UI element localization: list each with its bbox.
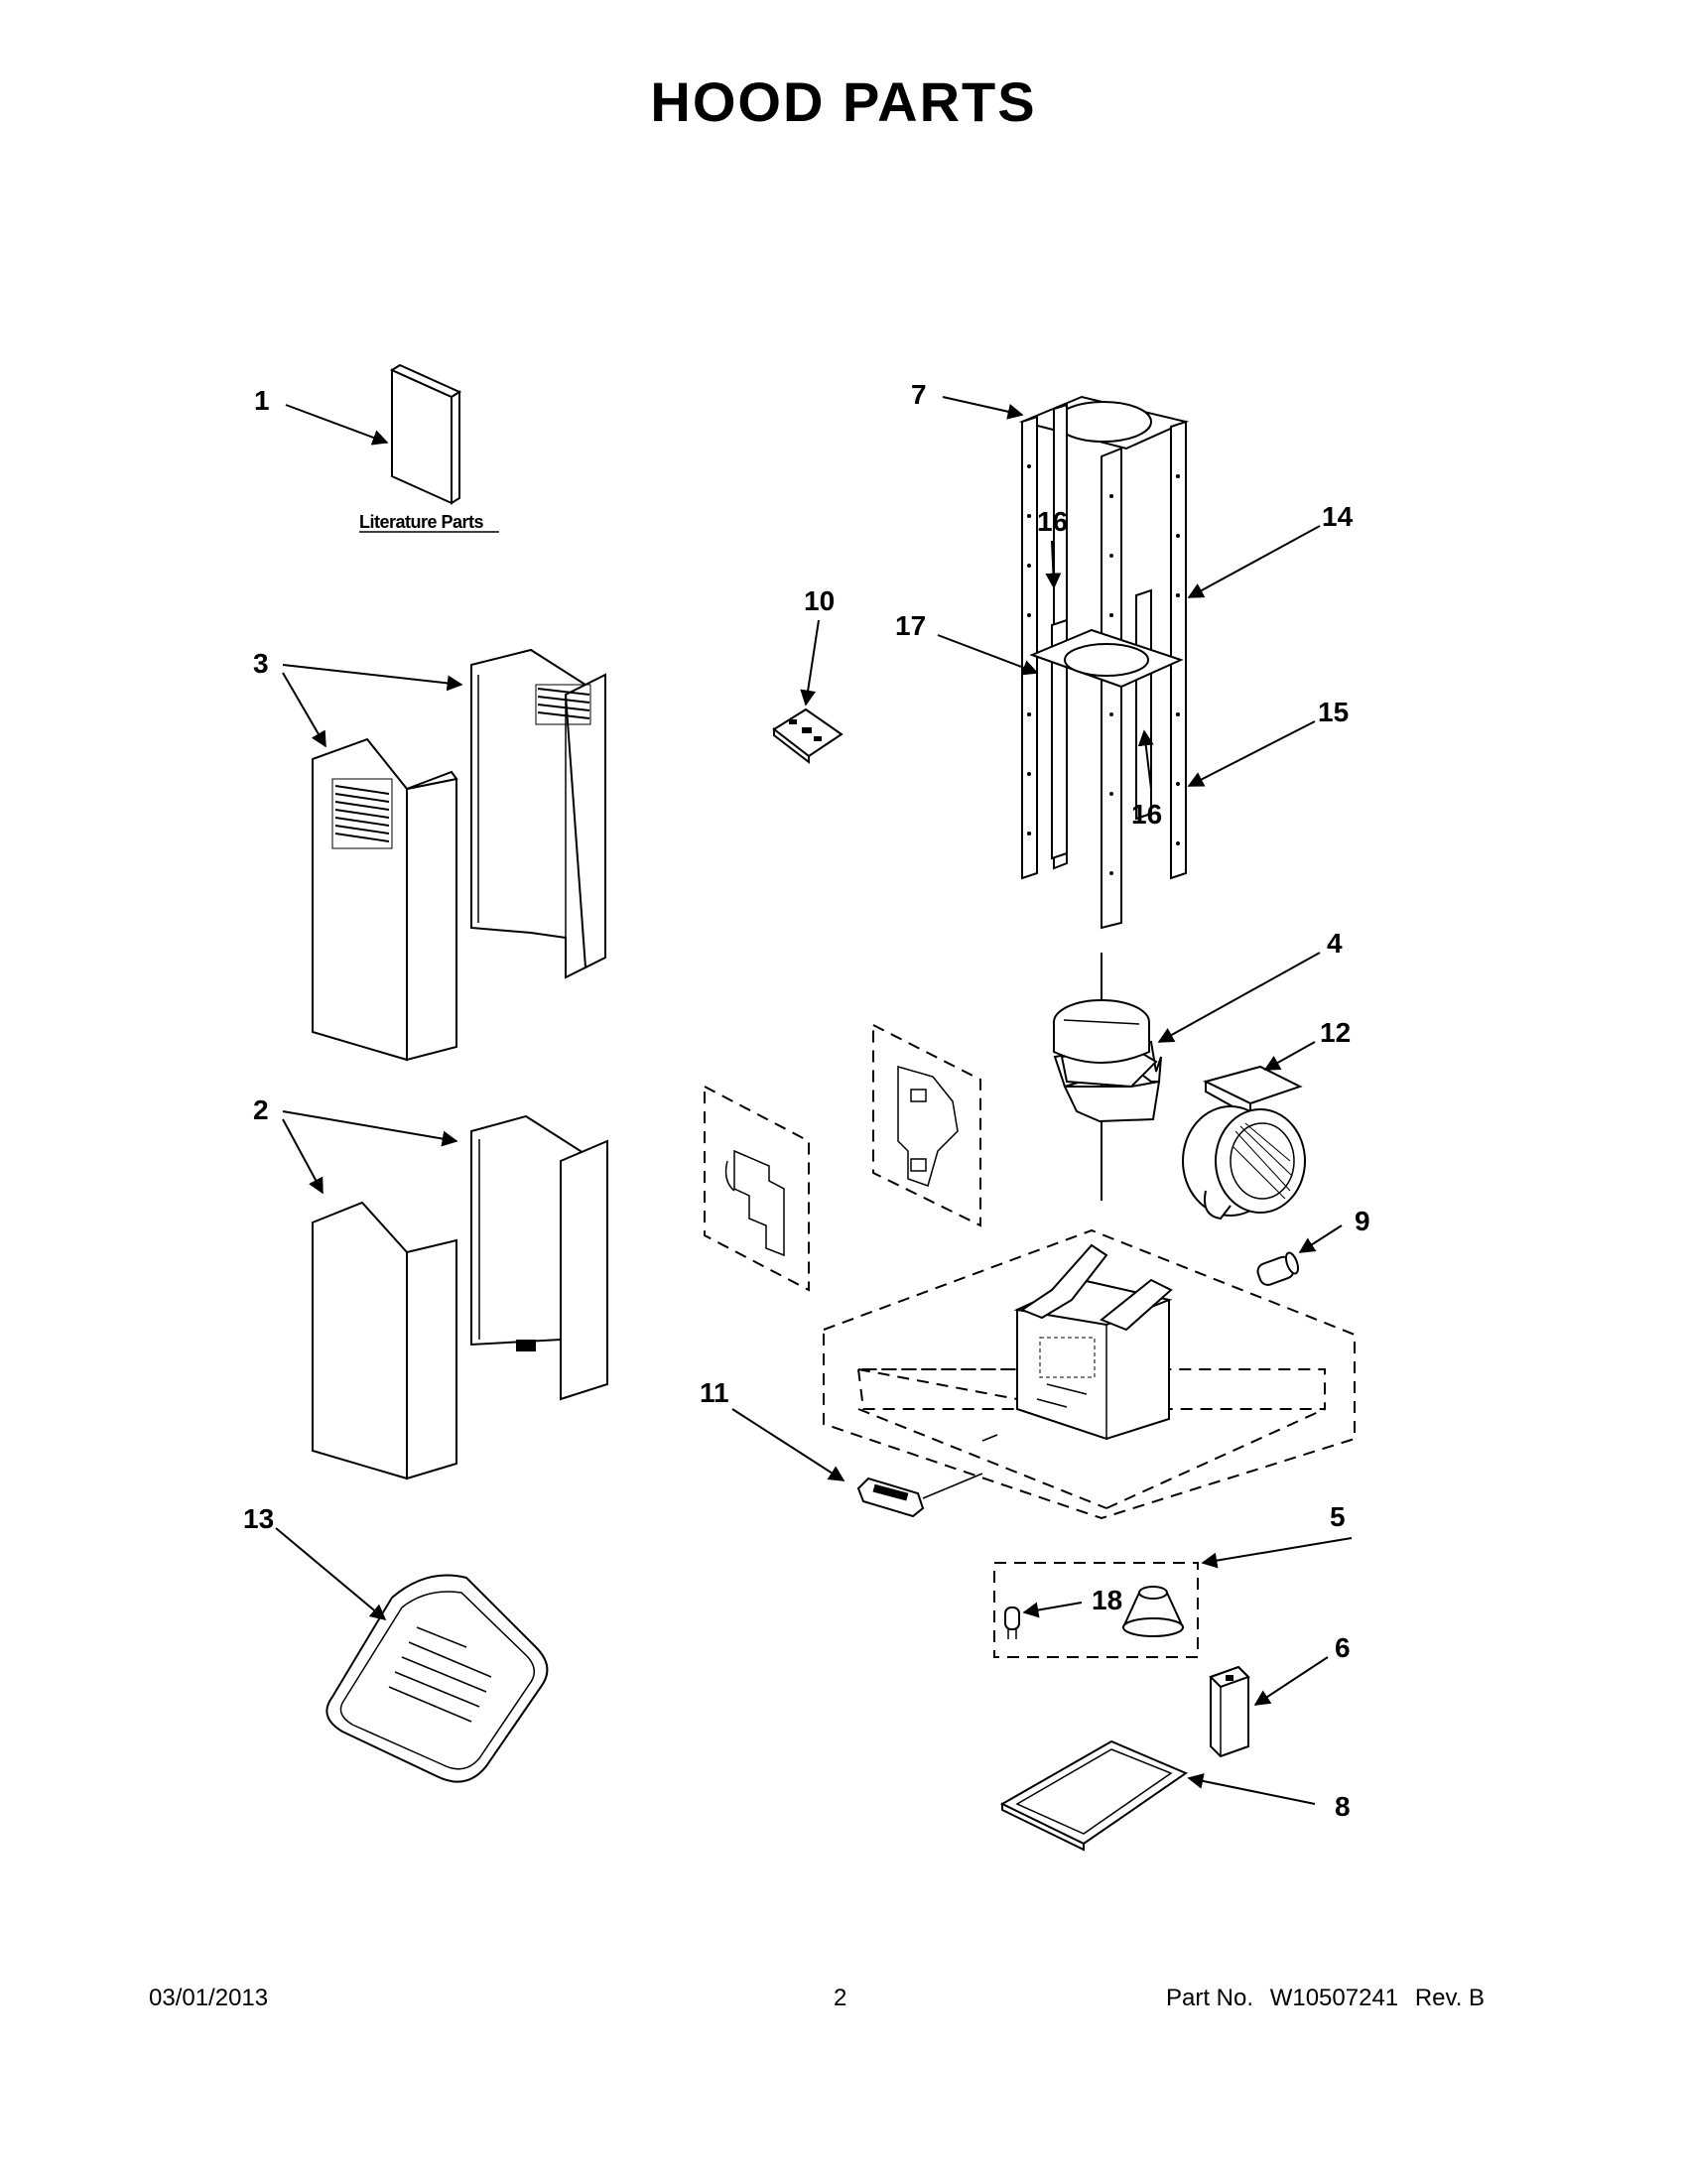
callout-4: 4	[1327, 928, 1343, 959]
leader-4	[1157, 952, 1321, 1043]
hood-canopy	[823, 1228, 1356, 1520]
lower-duct-cover-rear	[470, 1114, 608, 1401]
callout-9: 9	[1355, 1206, 1370, 1236]
blower-motor	[1182, 1065, 1306, 1220]
callout-7: 7	[911, 379, 927, 410]
literature-parts-label: Literature Parts	[359, 512, 484, 532]
callout-10: 10	[804, 585, 835, 616]
leader-11	[731, 1408, 845, 1481]
callout-8: 8	[1335, 1791, 1351, 1822]
control-board	[772, 707, 844, 765]
callout-17: 17	[895, 610, 926, 641]
footer-part-info: Part No. W10507241 Rev. B	[1166, 1985, 1485, 2012]
leader-13	[275, 1527, 387, 1621]
footer-revision: Rev. B	[1414, 1985, 1486, 2011]
leader-5	[1201, 1537, 1353, 1569]
leader-16a	[1045, 540, 1062, 589]
callout-18: 18	[1092, 1585, 1122, 1615]
leader-2a	[282, 1110, 458, 1147]
callout-5: 5	[1330, 1501, 1346, 1532]
leader-8	[1187, 1773, 1316, 1805]
literature-booklet	[389, 363, 462, 505]
capacitor	[1256, 1251, 1300, 1286]
leader-6	[1253, 1656, 1329, 1706]
leader-2b	[282, 1118, 324, 1195]
upper-duct-cover-front	[312, 737, 458, 1062]
callout-16b: 16	[1131, 799, 1162, 830]
callout-2: 2	[253, 1094, 269, 1125]
footer-date: 03/01/2013	[149, 1985, 269, 2011]
callout-6: 6	[1335, 1632, 1351, 1663]
dashed-bracket-assembly-right	[872, 1023, 981, 1227]
callout-3: 3	[253, 648, 269, 679]
upper-duct-cover-rear	[470, 648, 606, 979]
leader-18	[1022, 1602, 1083, 1618]
installation-sheet	[325, 1574, 549, 1783]
footer-page-number: 2	[834, 1985, 847, 2011]
switch-harness	[856, 1434, 998, 1518]
leader-1	[285, 404, 389, 446]
leader-15	[1187, 720, 1316, 787]
leader-12	[1263, 1041, 1316, 1071]
callout-12: 12	[1320, 1017, 1351, 1048]
callout-14: 14	[1322, 501, 1354, 532]
halogen-bulb	[1004, 1606, 1020, 1639]
callout-11: 11	[700, 1377, 729, 1408]
leader-3b	[282, 672, 326, 748]
page-title: HOOD PARTS	[650, 70, 1037, 133]
leader-7	[942, 396, 1024, 420]
leader-14	[1187, 525, 1321, 598]
dashed-bracket-assembly-left	[704, 1085, 810, 1292]
leader-3a	[282, 664, 463, 692]
light-assembly	[993, 1562, 1199, 1658]
footer-part-label: Part No.	[1166, 1985, 1254, 2011]
damper-transition	[1053, 999, 1162, 1123]
leader-17	[937, 634, 1039, 676]
charcoal-filter-box	[1209, 1665, 1250, 1758]
leader-9	[1298, 1224, 1343, 1253]
leader-10	[800, 619, 820, 707]
callout-1: 1	[254, 385, 270, 416]
grease-filter	[999, 1739, 1189, 1852]
footer-part-number: W10507241	[1269, 1985, 1399, 2011]
callout-13: 13	[243, 1503, 274, 1534]
leader-16b	[1137, 729, 1154, 790]
support-frame-tower	[1018, 395, 1190, 930]
lower-duct-cover-front	[312, 1201, 457, 1480]
callout-16a: 16	[1037, 506, 1068, 537]
callout-15: 15	[1318, 697, 1349, 727]
